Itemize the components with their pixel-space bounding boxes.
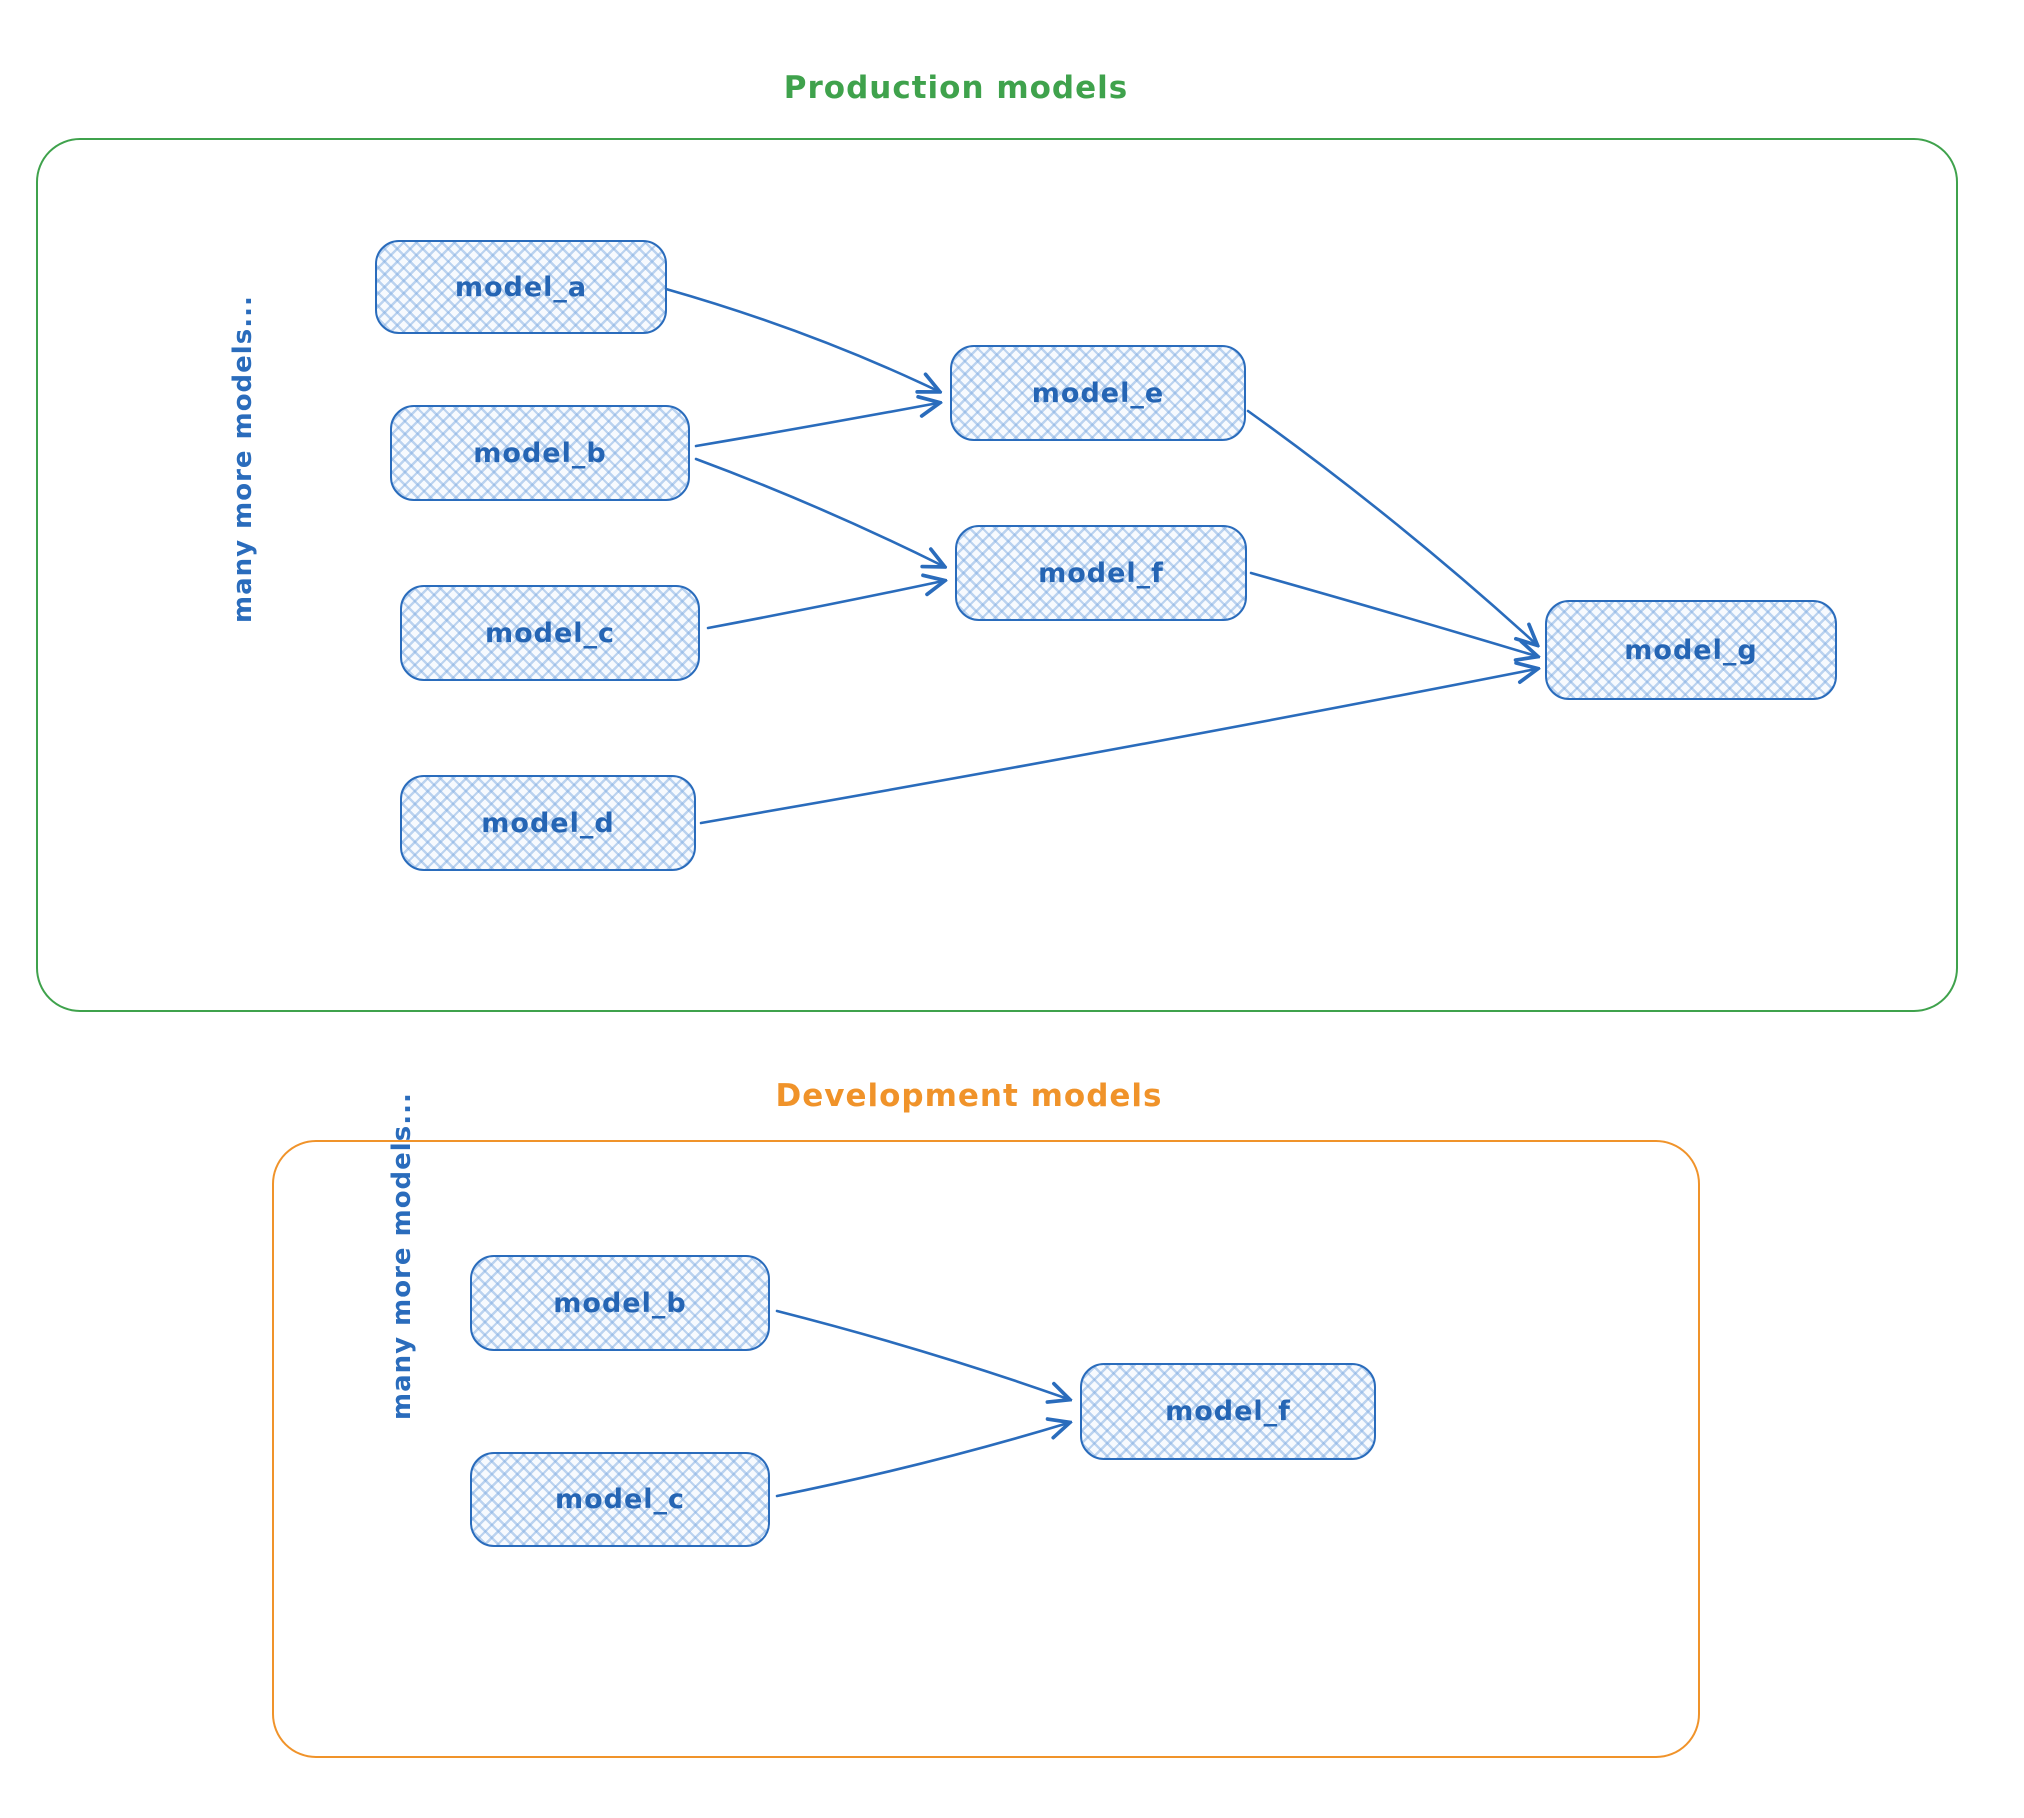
node-label: model_a bbox=[454, 271, 588, 303]
node-label: model_b bbox=[553, 1287, 687, 1319]
node-development-model_c[interactable]: model_c bbox=[470, 1452, 770, 1547]
edge-model_d-to-model_g[interactable] bbox=[699, 669, 1536, 825]
node-production-model_f[interactable]: model_f bbox=[955, 525, 1247, 621]
node-label: model_b bbox=[473, 437, 607, 469]
node-label: model_f bbox=[1038, 557, 1164, 589]
production-section-frame[interactable] bbox=[36, 138, 1958, 1012]
production-section-title: Production models bbox=[783, 70, 1129, 106]
edge-model_f-to-model_g[interactable] bbox=[1249, 571, 1536, 656]
development-section-title: Development models bbox=[775, 1078, 1163, 1114]
node-production-model_g[interactable]: model_g bbox=[1545, 600, 1837, 700]
edge-model_c-to-model_f[interactable] bbox=[706, 581, 943, 630]
node-production-model_b[interactable]: model_b bbox=[390, 405, 690, 501]
edge-model_a-to-model_e[interactable] bbox=[664, 287, 938, 391]
node-production-model_e[interactable]: model_e bbox=[950, 345, 1246, 441]
node-development-model_b[interactable]: model_b bbox=[470, 1255, 770, 1351]
edge-dev-model_b-to-model_f[interactable] bbox=[775, 1309, 1068, 1399]
node-label: model_f bbox=[1165, 1396, 1291, 1427]
node-production-model_a[interactable]: model_a bbox=[375, 240, 667, 334]
node-label: model_c bbox=[554, 1484, 686, 1515]
development-section-frame[interactable] bbox=[272, 1140, 1700, 1758]
node-label: model_g bbox=[1624, 634, 1758, 666]
node-label: model_c bbox=[484, 617, 616, 649]
edge-model_b-to-model_e[interactable] bbox=[694, 403, 938, 448]
node-label: model_e bbox=[1031, 377, 1165, 409]
node-development-model_f[interactable]: model_f bbox=[1080, 1363, 1376, 1460]
edge-model_e-to-model_g[interactable] bbox=[1246, 409, 1536, 644]
node-label: model_d bbox=[481, 807, 615, 839]
edge-model_b-to-model_f[interactable] bbox=[694, 457, 943, 566]
node-production-model_d[interactable]: model_d bbox=[400, 775, 696, 871]
edge-dev-model_c-to-model_f[interactable] bbox=[775, 1423, 1068, 1498]
node-production-model_c[interactable]: model_c bbox=[400, 585, 700, 681]
